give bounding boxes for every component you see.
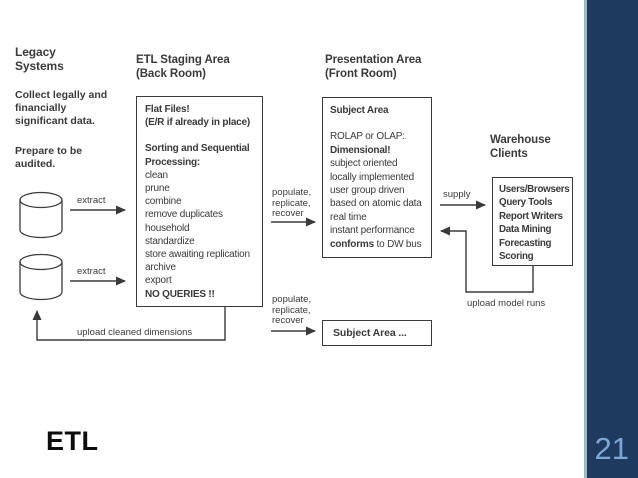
legacy-note-collect: Collect legally and financially signific… bbox=[15, 89, 108, 127]
client-line: Forecasting bbox=[499, 237, 552, 249]
client-line: Users/Browsers bbox=[499, 184, 570, 195]
staging-heading-line1: ETL Staging Area bbox=[136, 54, 230, 66]
legacy-systems-heading: Legacy Systems bbox=[15, 45, 64, 73]
legacy-heading-line2: Systems bbox=[15, 58, 64, 73]
populate-2-line2: replicate, bbox=[272, 304, 311, 316]
database-cylinder-icon-2 bbox=[19, 253, 63, 301]
staging-step: standardize bbox=[145, 235, 195, 247]
subject-gap bbox=[330, 117, 429, 130]
presentation-heading-line1: Presentation Area bbox=[325, 54, 422, 66]
clients-heading-line2: Clients bbox=[490, 147, 528, 160]
staging-step: combine bbox=[145, 196, 182, 208]
subject-line: Dimensional! bbox=[330, 144, 391, 156]
populate-label-1: populate, replicate, recover bbox=[272, 187, 312, 220]
supply-label: supply bbox=[443, 189, 471, 200]
subject-line: based on atomic data bbox=[330, 198, 422, 210]
accent-bar bbox=[587, 0, 638, 478]
subject-area-2-box: Subject Area ... bbox=[322, 320, 432, 346]
conforms-word: conforms bbox=[330, 238, 374, 250]
warehouse-clients-heading: Warehouse Clients bbox=[490, 134, 551, 161]
legacy-heading-line1: Legacy bbox=[15, 45, 56, 59]
populate-2-line1: populate, bbox=[272, 294, 312, 305]
subject-area-box: Subject Area ROLAP or OLAP: Dimensional!… bbox=[322, 97, 432, 258]
staging-flat-files: Flat Files! bbox=[145, 104, 190, 115]
clients-heading-line1: Warehouse bbox=[490, 134, 551, 146]
subject-area-2-title: Subject Area ... bbox=[333, 327, 407, 339]
staging-step: prune bbox=[145, 183, 170, 195]
staging-gap bbox=[145, 129, 260, 142]
subject-line: user group driven bbox=[330, 185, 405, 197]
subject-line: locally implemented bbox=[330, 171, 415, 183]
client-line: Scoring bbox=[499, 251, 534, 263]
staging-sorting-line2: Processing: bbox=[145, 156, 201, 168]
populate-1-line3: recover bbox=[272, 208, 304, 219]
page-number: 21 bbox=[594, 431, 629, 466]
staging-area-heading: ETL Staging Area (Back Room) bbox=[136, 54, 230, 81]
legacy-note-prepare: Prepare to be audited. bbox=[15, 145, 83, 170]
staging-step: store awaiting replication bbox=[145, 249, 250, 261]
client-line: Data Mining bbox=[499, 224, 552, 236]
conforms-rest: to DW bus bbox=[373, 238, 422, 250]
staging-step: export bbox=[145, 275, 172, 287]
client-line: Report Writers bbox=[499, 210, 563, 222]
staging-no-queries: NO QUERIES !! bbox=[145, 288, 215, 300]
populate-label-2: populate, replicate, recover bbox=[272, 294, 312, 327]
accent-divider bbox=[584, 0, 587, 478]
staging-box: Flat Files! (E/R if already in place) So… bbox=[136, 96, 263, 307]
populate-1-line1: populate, bbox=[272, 187, 312, 198]
subject-line: instant performance bbox=[330, 225, 415, 237]
staging-step: clean bbox=[145, 169, 168, 181]
slide-title: ETL bbox=[46, 426, 99, 456]
subject-title: Subject Area bbox=[330, 105, 389, 116]
staging-step: remove duplicates bbox=[145, 209, 223, 221]
populate-2-line3: recover bbox=[272, 315, 304, 326]
presentation-heading-line2: (Front Room) bbox=[325, 67, 397, 80]
database-cylinder-icon-1 bbox=[19, 191, 63, 239]
subject-line: real time bbox=[330, 211, 367, 223]
staging-er-note: (E/R if already in place) bbox=[145, 117, 251, 129]
staging-step: archive bbox=[145, 262, 176, 274]
presentation-area-heading: Presentation Area (Front Room) bbox=[325, 54, 421, 81]
subject-line-conforms: conforms to DW bus bbox=[330, 238, 429, 251]
upload-model-runs-label: upload model runs bbox=[467, 298, 546, 309]
staging-step: household bbox=[145, 222, 190, 234]
staging-sorting-line1: Sorting and Sequential bbox=[145, 143, 250, 155]
subject-line: ROLAP or OLAP: bbox=[330, 131, 405, 143]
upload-cleaned-dimensions-label: upload cleaned dimensions bbox=[77, 327, 193, 338]
extract-label-2: extract bbox=[77, 266, 106, 277]
client-line: Query Tools bbox=[499, 197, 553, 209]
staging-heading-line2: (Back Room) bbox=[136, 67, 206, 80]
extract-label-1: extract bbox=[77, 195, 106, 206]
warehouse-clients-box: Users/Browsers Query Tools Report Writer… bbox=[492, 177, 573, 266]
subject-line: subject oriented bbox=[330, 158, 398, 170]
populate-1-line2: replicate, bbox=[272, 197, 311, 209]
